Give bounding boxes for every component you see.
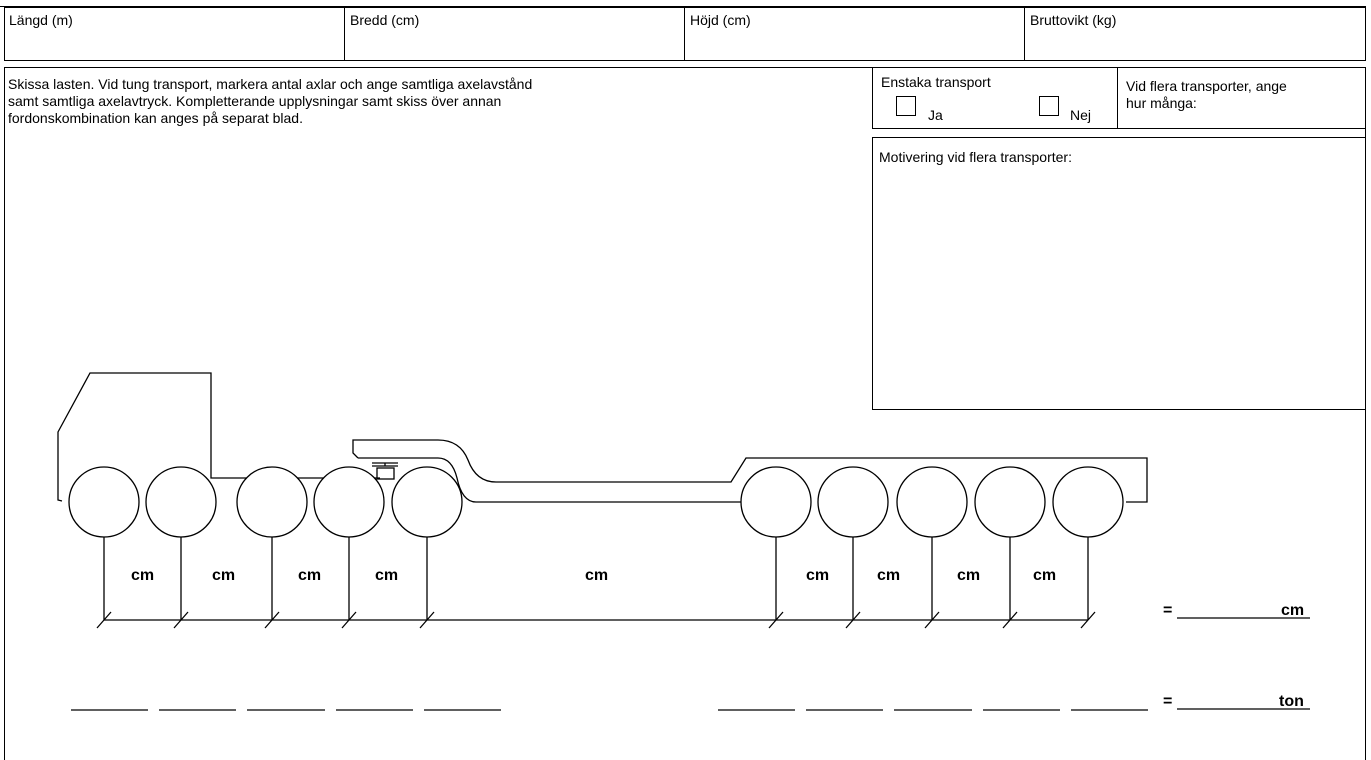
- width-label: Bredd (cm): [350, 12, 420, 28]
- axle-spacing-label-1: cm: [131, 567, 154, 584]
- axle-spacing-label-3: cm: [298, 567, 321, 584]
- axle-spacing-label-6: cm: [806, 567, 829, 584]
- single-transport-cell: Enstaka transport Ja Nej: [872, 67, 1118, 129]
- axle-spacing-label-8: cm: [957, 567, 980, 584]
- gross-weight-label: Bruttovikt (kg): [1030, 12, 1117, 28]
- total-length-unit: cm: [1281, 602, 1304, 619]
- length-field[interactable]: Längd (m): [4, 7, 345, 61]
- height-label: Höjd (cm): [690, 12, 751, 28]
- axle-spacing-label-2: cm: [212, 567, 235, 584]
- wheel-1: [68, 466, 140, 538]
- single-transport-label: Enstaka transport: [881, 74, 991, 90]
- axle-dimension-lines: [96, 537, 1096, 629]
- total-weight-equals: =: [1163, 693, 1172, 710]
- total-length-entry: = cm: [1163, 602, 1304, 619]
- wheel-8: [896, 466, 968, 538]
- height-field[interactable]: Höjd (cm): [684, 7, 1025, 61]
- axle-spacing-labels: cm cm cm cm cm cm cm cm cm: [131, 567, 1056, 584]
- top-border-line: [0, 0, 1366, 7]
- total-weight-entry: = ton: [1163, 693, 1304, 710]
- axle-spacing-label-5: cm: [585, 567, 608, 584]
- axle-spacing-label-4: cm: [375, 567, 398, 584]
- wheel-7: [817, 466, 889, 538]
- wheel-group: [68, 466, 1124, 538]
- wheel-3: [236, 466, 308, 538]
- no-checkbox[interactable]: [1039, 96, 1059, 116]
- multiple-transports-label-line-2: hur många:: [1126, 95, 1197, 111]
- sketch-instructions: Skissa lasten. Vid tung transport, marke…: [8, 76, 532, 127]
- total-weight-unit: ton: [1279, 693, 1304, 710]
- width-field[interactable]: Bredd (cm): [344, 7, 685, 61]
- axle-spacing-label-7: cm: [877, 567, 900, 584]
- yes-checkbox[interactable]: [896, 96, 916, 116]
- instructions-line-1: Skissa lasten. Vid tung transport, marke…: [8, 76, 533, 92]
- truck-cab-outline: [57, 372, 380, 502]
- wheel-2: [145, 466, 217, 538]
- gross-weight-field[interactable]: Bruttovikt (kg): [1024, 7, 1366, 61]
- yes-label: Ja: [928, 107, 943, 123]
- axle-spacing-label-9: cm: [1033, 567, 1056, 584]
- wheel-4: [313, 466, 385, 538]
- instructions-line-3: fordonskombination kan anges på separat …: [8, 110, 303, 126]
- wheel-6: [740, 466, 812, 538]
- trailer-gooseneck: [352, 439, 1148, 503]
- wheel-9: [974, 466, 1046, 538]
- sketch-area[interactable]: [4, 67, 1366, 760]
- total-length-equals: =: [1163, 602, 1172, 619]
- length-label: Längd (m): [9, 12, 73, 28]
- instructions-line-2: samt samtliga axelavtryck. Kompletterand…: [8, 93, 502, 109]
- wheel-10: [1052, 466, 1124, 538]
- fifth-wheel: [376, 467, 395, 480]
- no-label: Nej: [1070, 107, 1092, 123]
- motivation-field[interactable]: Motivering vid flera transporter:: [872, 137, 1366, 410]
- multiple-transports-label-line-1: Vid flera transporter, ange: [1126, 78, 1287, 94]
- motivation-label: Motivering vid flera transporter:: [879, 149, 1072, 165]
- wheel-5: [391, 466, 463, 538]
- multiple-transports-count-field[interactable]: Vid flera transporter, ange hur många:: [1117, 67, 1366, 129]
